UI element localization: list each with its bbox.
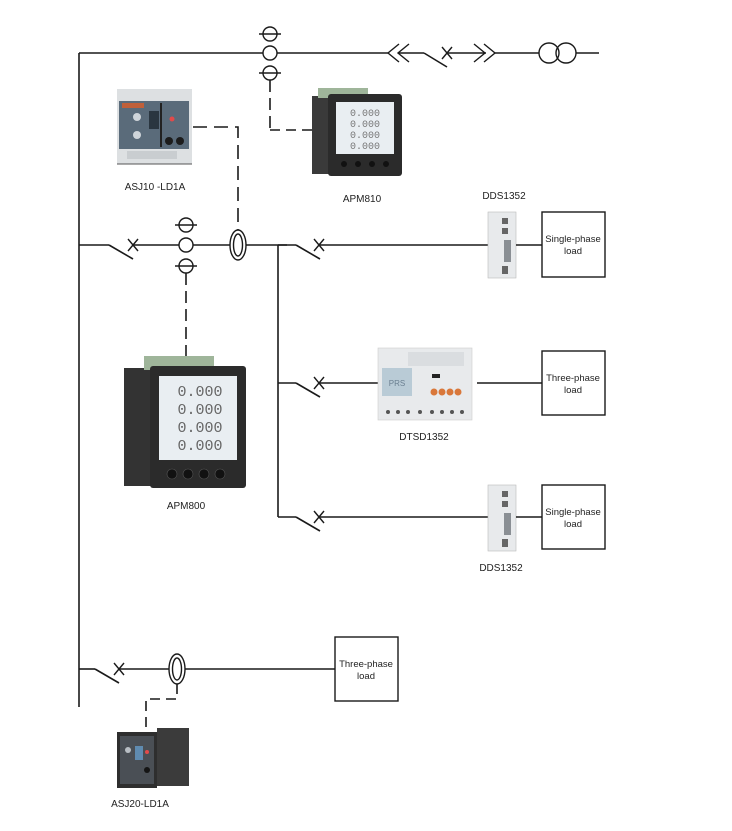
apm810-label: APM810 xyxy=(343,194,382,205)
breaker-blade-icon xyxy=(94,668,120,684)
breaker-blade-icon xyxy=(295,382,321,398)
drawout-breaker xyxy=(386,43,539,68)
apm810-meter: 0.000 0.000 0.000 0.000 xyxy=(312,88,402,176)
dds1352-bottom-label: DDS1352 xyxy=(479,563,523,574)
dtsd1352-meter: PRS xyxy=(377,347,473,421)
asj10-relay xyxy=(117,89,192,165)
feeder-4: Three-phase load xyxy=(79,636,399,727)
dds1352-meter-top xyxy=(487,211,517,279)
transformer-icon xyxy=(538,42,599,64)
main-bus xyxy=(78,52,388,707)
load-label: Single-phase xyxy=(545,234,600,245)
apm800-label: APM800 xyxy=(167,501,206,512)
asj20-label: ASJ20-LD1A xyxy=(111,799,169,810)
branch-2: PRS Three-phase load xyxy=(278,347,606,421)
asj20-relay xyxy=(117,728,189,788)
feeder-2 xyxy=(79,217,287,517)
dds1352-meter-bottom xyxy=(487,484,517,552)
load-label: load xyxy=(564,246,582,257)
breaker-blade-icon xyxy=(295,516,321,532)
breaker-blade-icon xyxy=(295,244,321,260)
ct-icon xyxy=(262,45,278,61)
svg-text:0.000: 0.000 xyxy=(350,109,380,120)
load-label: load xyxy=(564,519,582,530)
load-label: Single-phase xyxy=(545,507,600,518)
load-box xyxy=(541,484,606,550)
svg-text:0.000: 0.000 xyxy=(350,131,380,142)
dtsd1352-label: DTSD1352 xyxy=(399,432,449,443)
svg-text:0.000: 0.000 xyxy=(177,420,222,437)
asj20-signal-line xyxy=(145,684,178,727)
apm800-meter: 0.000 0.000 0.000 0.000 xyxy=(124,356,246,488)
asj10-signal-line xyxy=(193,126,239,232)
asj10-label: ASJ10 -LD1A xyxy=(125,182,186,193)
load-box xyxy=(541,350,606,416)
load-box xyxy=(334,636,399,702)
branch-1: Single-phase load xyxy=(278,211,606,279)
svg-text:0.000: 0.000 xyxy=(177,384,222,401)
drawout-contact-icon xyxy=(386,43,400,63)
load-label: load xyxy=(564,385,582,396)
breaker-blade-icon xyxy=(108,244,134,260)
svg-text:0.000: 0.000 xyxy=(177,402,222,419)
svg-text:0.000: 0.000 xyxy=(350,120,380,131)
branch-3: Single-phase load xyxy=(278,484,606,552)
svg-text:0.000: 0.000 xyxy=(177,438,222,455)
breaker-blade-icon xyxy=(423,52,448,68)
svg-text:PRS: PRS xyxy=(389,379,405,388)
load-label: Three-phase xyxy=(546,373,600,384)
load-label: load xyxy=(357,671,375,682)
load-box xyxy=(541,211,606,278)
svg-text:0.000: 0.000 xyxy=(350,142,380,153)
top-current-transformers xyxy=(259,26,312,131)
ct-icon xyxy=(178,237,194,253)
dds1352-top-label: DDS1352 xyxy=(482,191,526,202)
load-label: Three-phase xyxy=(339,659,393,670)
